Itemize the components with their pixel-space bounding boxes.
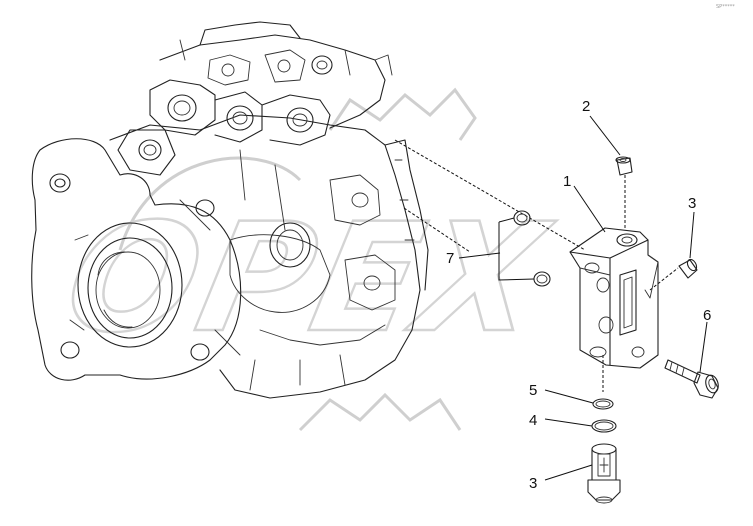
part-plug-top	[615, 156, 633, 176]
part-valve-cartridge	[587, 443, 621, 504]
leader-lines	[458, 115, 708, 481]
watermark-logo: OPEX	[51, 87, 565, 432]
part-plug-side	[678, 258, 698, 279]
callout-4: 4	[529, 412, 537, 429]
callout-7: 7	[446, 250, 454, 267]
pump-assembly	[31, 21, 429, 399]
callout-2: 2	[582, 98, 590, 115]
alignment-lines	[394, 139, 679, 392]
watermark-text: OPEX	[52, 191, 564, 366]
part-o-ring-5	[592, 398, 614, 410]
callout-1: 1	[563, 173, 571, 190]
callout-3-bottom: 3	[529, 475, 537, 492]
part-bolt	[664, 359, 719, 399]
callout-6: 6	[703, 307, 711, 324]
corner-code: SP*****	[716, 4, 735, 10]
callout-3-top: 3	[688, 195, 696, 212]
callout-5: 5	[529, 382, 537, 399]
part-o-rings-7	[513, 210, 551, 287]
part-valve-block	[569, 227, 659, 369]
